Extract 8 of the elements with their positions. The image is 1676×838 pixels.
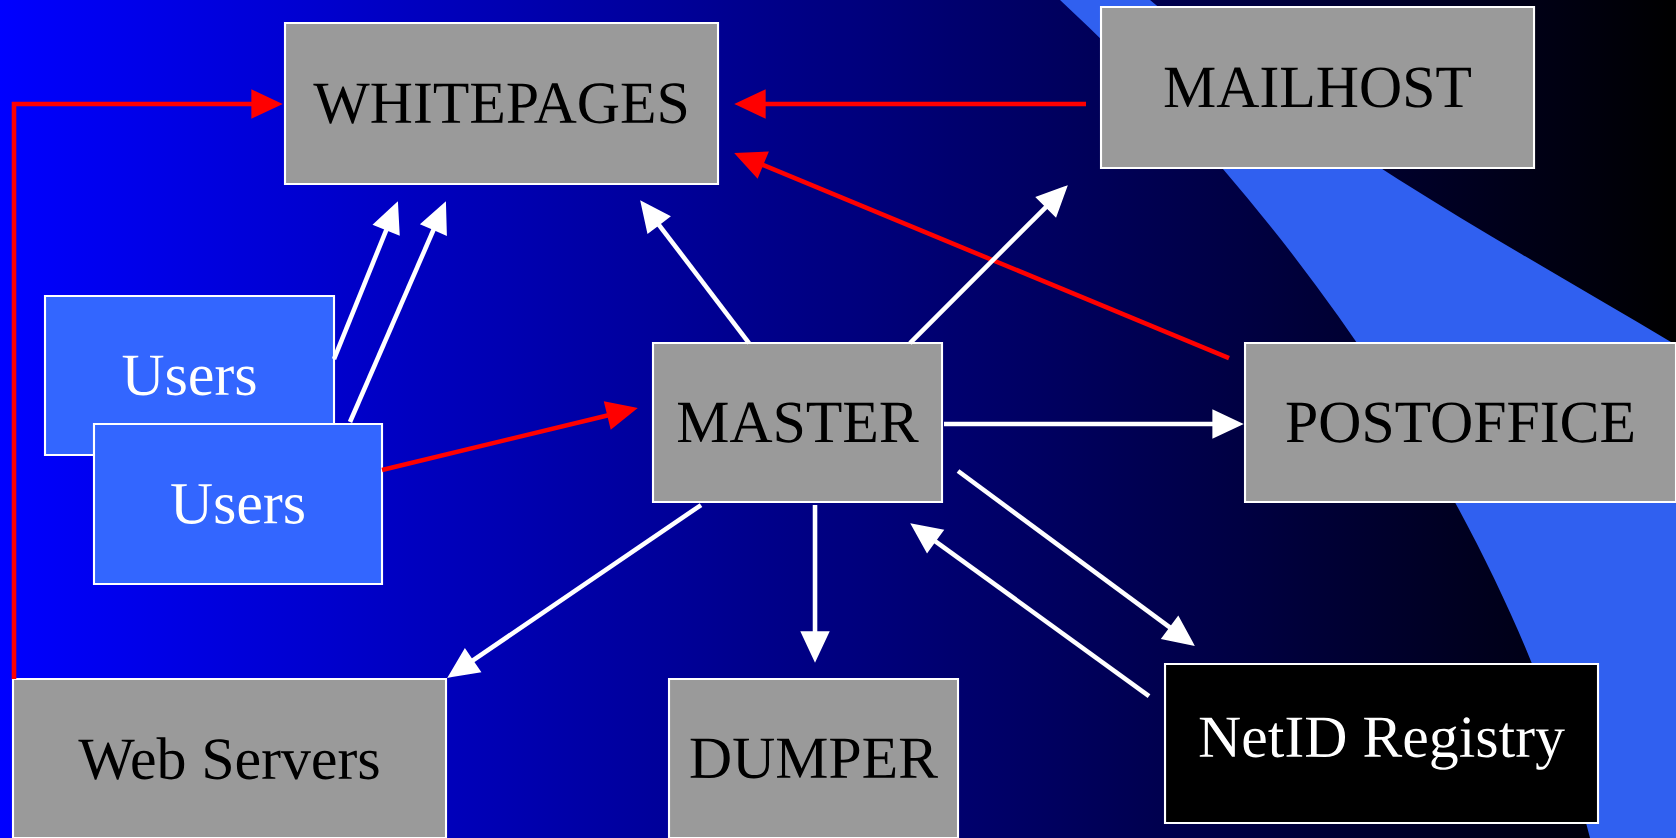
process-box: POSTOFFICE <box>1243 341 1676 504</box>
process-box: MAILHOST <box>1099 5 1536 170</box>
process-box: MASTER <box>651 341 944 504</box>
process-box: Web Servers <box>11 677 448 838</box>
process-box: Users <box>92 422 384 586</box>
process-box: NetID Registry <box>1163 662 1600 825</box>
process-box: WHITEPAGES <box>283 21 720 186</box>
process-box: DUMPER <box>667 677 960 838</box>
